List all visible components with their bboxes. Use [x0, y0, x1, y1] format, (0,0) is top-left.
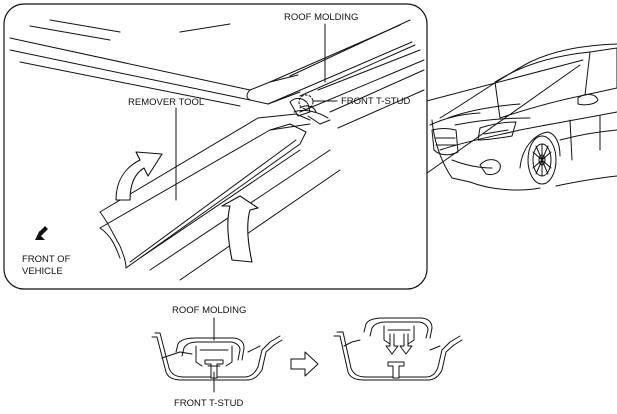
- label-front-of-vehicle-line1: FRONT OF: [22, 254, 71, 265]
- vehicle-illustration: [429, 43, 617, 191]
- curved-arrow-up-icon: [115, 151, 163, 201]
- label-front-t-stud-bottom: FRONT T-STUD: [174, 398, 243, 409]
- label-remover-tool: REMOVER TOOL: [128, 97, 204, 108]
- arrow-right-outline-icon: [290, 351, 319, 377]
- section-removed: [333, 317, 463, 381]
- t-stud-marker: [298, 94, 314, 110]
- section-installed: [151, 332, 283, 381]
- front-wheel: [519, 131, 561, 185]
- label-front-t-stud-top: FRONT T-STUD: [341, 96, 410, 107]
- roof-detail: [9, 19, 425, 281]
- detail-panel: [3, 3, 428, 290]
- label-roof-molding-top: ROOF MOLDING: [284, 12, 358, 23]
- label-front-of-vehicle-line2: VEHICLE: [22, 266, 63, 277]
- curved-arrow-up-icon: [221, 195, 259, 263]
- callout-line-upper: [399, 59, 584, 109]
- remover-tool: [99, 113, 311, 269]
- callout-line-lower: [419, 64, 581, 179]
- label-roof-molding-bottom: ROOF MOLDING: [172, 305, 246, 316]
- arrow-down-left-icon: [35, 226, 48, 240]
